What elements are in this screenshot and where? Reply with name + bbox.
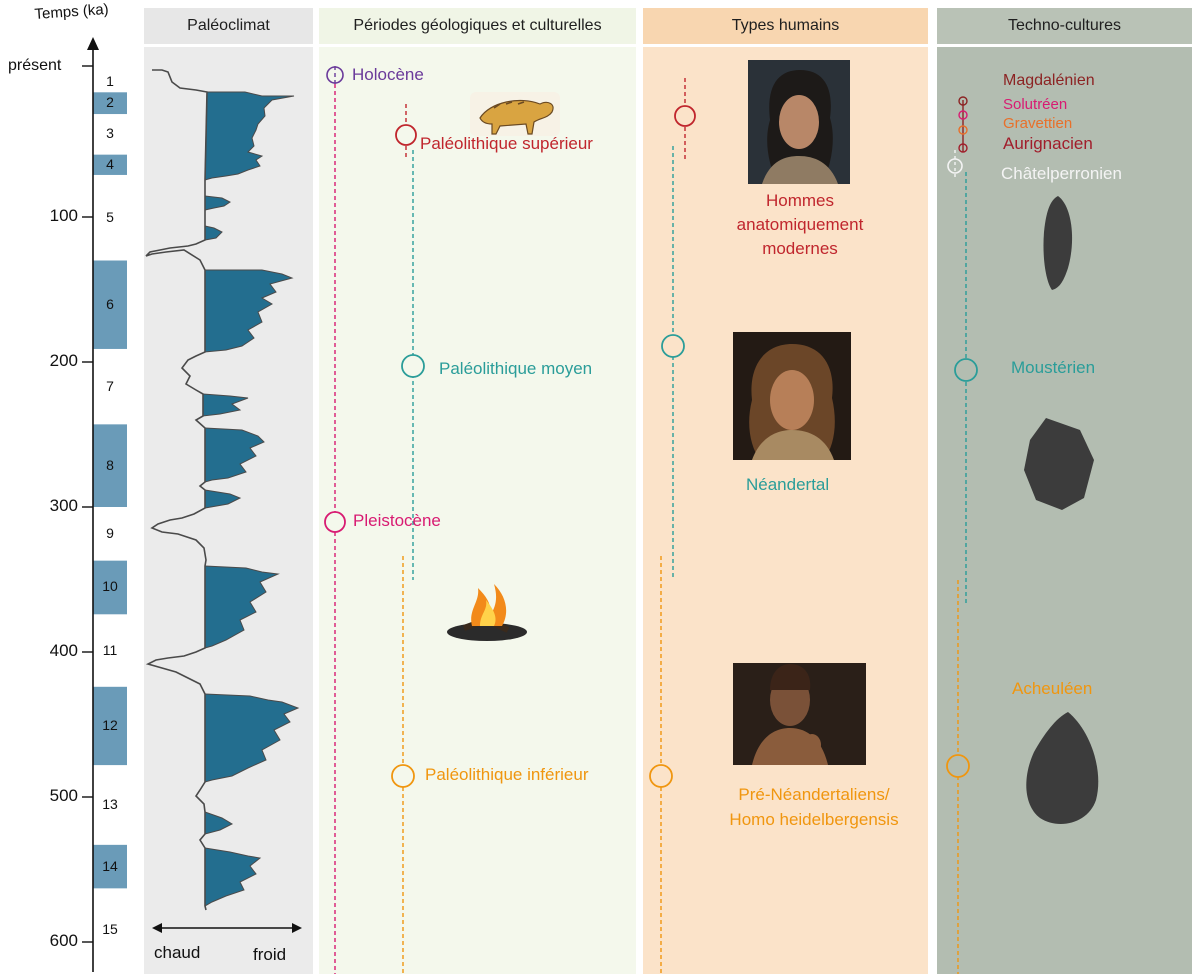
solutreen-label: Solutréen [1003, 96, 1068, 113]
cold-fill-stage-12 [204, 693, 300, 783]
cold-stage-band [93, 686, 127, 766]
chatelperronien-label: Châtelperronien [1001, 164, 1122, 183]
campfire [447, 584, 527, 641]
isotope-stage-label: 9 [106, 524, 114, 541]
axis-arrow [87, 37, 99, 50]
cold-fill-stage-7d [202, 393, 249, 417]
modern-human-portrait [748, 60, 850, 184]
acheuleen-marker [946, 754, 970, 778]
isotope-stage-label: 8 [106, 456, 114, 473]
axis-tick-label: 200 [49, 351, 78, 370]
header-paleoclimat: Paléoclimat [187, 17, 270, 34]
mousterian-point-tool [1024, 418, 1094, 510]
pal-moyen-marker [401, 354, 425, 378]
neandertal-marker [661, 334, 685, 358]
isotope-stage-label: 6 [106, 295, 114, 312]
climate-line [145, 69, 208, 911]
cold-fill-stage-6 [204, 269, 294, 353]
cold-stage-band [93, 560, 127, 615]
periodes-column-bg [319, 47, 636, 974]
paleoclimat-column-bg [144, 47, 313, 974]
modern-human-label: Hommes anatomiquement modernes [736, 191, 864, 258]
time-axis [82, 37, 127, 972]
heidelbergensis-label: Pré-Néandertaliens/ Homo heidelbergensis [729, 785, 899, 829]
isotope-stage-label: 1 [106, 73, 114, 90]
isotope-stage-label: 5 [106, 208, 114, 225]
pleistocene-marker [324, 511, 346, 533]
cold-label: froid [253, 945, 287, 964]
aurignacien-label: Aurignacien [1003, 134, 1093, 153]
axis-tick-label: 400 [49, 641, 78, 660]
cold-stage-band [93, 154, 127, 175]
cold-stage-band [93, 424, 127, 507]
modern-marker [674, 105, 696, 127]
axis-tick-label: 100 [49, 206, 78, 225]
acheuleen-label: Acheuléen [1012, 679, 1093, 698]
pal-inf-label: Paléolithique inférieur [425, 765, 589, 784]
types-humains-header-bg [643, 8, 928, 44]
cold-fill-stage-2-4 [204, 91, 295, 181]
pal-sup-marker [395, 124, 417, 146]
paleoclimat-header-bg [144, 8, 313, 44]
isotope-stage-strip [93, 66, 127, 972]
periodes-header-bg [319, 8, 636, 44]
header-techno: Techno-cultures [1008, 17, 1121, 34]
techno-header-bg [937, 8, 1192, 44]
magdalenien-marker [958, 96, 968, 106]
isotope-stage-label: 12 [102, 716, 118, 733]
isotope-stage-label: 11 [102, 641, 118, 658]
pleistocene-label: Pleistocène [353, 511, 441, 530]
cold-fill-stage-8 [204, 427, 265, 483]
isotope-stage-label: 3 [106, 125, 114, 142]
isotope-stage-label: 2 [106, 94, 114, 111]
cold-stage-band [93, 92, 127, 115]
types-humains-timelines [649, 78, 696, 974]
cold-stage-band [93, 844, 127, 889]
cold-fill-stage-14 [204, 847, 262, 907]
mousterien-label: Moustérien [1011, 358, 1096, 377]
mousterien-marker [954, 358, 978, 382]
isotope-stage-label: 10 [102, 578, 118, 595]
neandertal-label: Néandertal [746, 475, 830, 494]
gravettien-marker [958, 125, 968, 135]
isotope-stage-label: 14 [102, 857, 118, 874]
paleoclimate-curve [145, 69, 300, 911]
cave-horse-painting [470, 92, 560, 136]
heidelbergensis-marker [649, 764, 673, 788]
pal-inf-marker [391, 764, 415, 788]
neanderthal-portrait [733, 332, 851, 460]
types-humains-column-bg [643, 47, 928, 974]
holocene-marker [326, 66, 344, 84]
pal-sup-label: Paléolithique supérieur [420, 134, 593, 153]
aurignacien-marker [958, 143, 968, 153]
isotope-stage-label: 4 [106, 155, 114, 172]
chatelperronien-marker [947, 158, 963, 174]
pal-moyen-label: Paléolithique moyen [439, 359, 593, 378]
periodes-timelines [324, 66, 425, 974]
cold-stage-band [93, 260, 127, 349]
warm-label: chaud [154, 943, 201, 962]
axis-tick-label: 300 [49, 496, 78, 515]
header-periodes: Périodes géologiques et culturelles [353, 17, 602, 34]
cold-fill-stage-10 [204, 565, 280, 649]
heidelbergensis-portrait [733, 663, 866, 765]
techno-column-bg [937, 47, 1192, 974]
isotope-stage-label: 15 [102, 920, 118, 937]
axis-tick-label: 600 [49, 931, 78, 950]
magdalenien-label: Magdalénien [1003, 72, 1095, 89]
climate-arrow [152, 923, 302, 933]
solutreen-marker [958, 110, 968, 120]
laurel-leaf-blade-tool [1043, 196, 1073, 290]
header-types-humains: Types humains [731, 17, 840, 34]
techno-timelines [946, 96, 978, 974]
axis-tick-label: 500 [49, 786, 78, 805]
acheulean-handaxe-tool [1026, 712, 1099, 824]
gravettien-label: Gravettien [1003, 115, 1073, 132]
present-label: présent [8, 57, 62, 74]
isotope-stage-label: 13 [102, 795, 118, 812]
holocene-label: Holocène [352, 65, 424, 84]
isotope-stage-label: 7 [106, 377, 114, 394]
